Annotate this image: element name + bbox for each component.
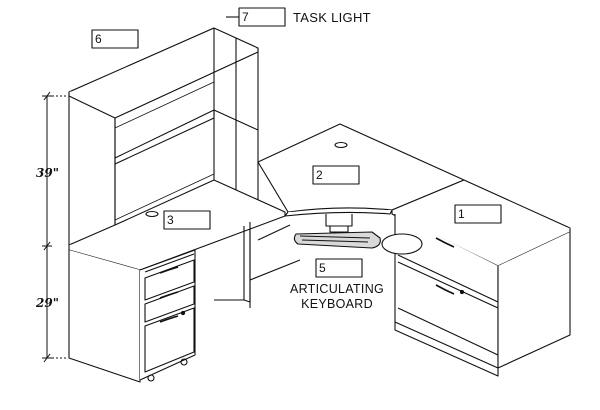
dimension-39-label: 39" (36, 166, 59, 180)
callout-box-2 (312, 165, 360, 185)
callout-box-5 (315, 258, 363, 278)
pedestal-file (139, 249, 196, 382)
callout-number-2: 2 (316, 168, 323, 182)
lateral-file-cabinet (391, 179, 571, 377)
callout-number-3: 3 (167, 213, 174, 227)
mouse-platform (381, 233, 423, 255)
drawer-handle-icon (435, 284, 455, 295)
drawer-handle-icon (435, 237, 455, 248)
drawer-handle-icon (159, 291, 179, 299)
drawer-handle-icon (159, 315, 179, 323)
callout-boxes (91, 7, 502, 278)
dimension-lines (42, 91, 66, 363)
callout-number-7: 7 (242, 10, 249, 24)
articulating-keyboard-tray (293, 214, 423, 255)
callout-number-5: 5 (319, 261, 326, 275)
dimension-29-label: 29" (36, 296, 59, 310)
hutch (68, 27, 259, 246)
callout-box-1 (454, 204, 502, 224)
grommet-icon (334, 141, 348, 149)
caster-icon (180, 358, 188, 366)
caster-icon (147, 374, 155, 382)
articulating-keyboard-label: ARTICULATING KEYBOARD (289, 282, 385, 311)
callout-number-6: 6 (95, 32, 102, 46)
task-light-label: TASK LIGHT (293, 10, 371, 25)
callout-number-1: 1 (458, 207, 465, 221)
grommet-icon (145, 210, 159, 218)
drawer-handle-icon (159, 266, 179, 274)
callout-box-6 (91, 29, 139, 49)
callout-box-3 (163, 210, 211, 230)
